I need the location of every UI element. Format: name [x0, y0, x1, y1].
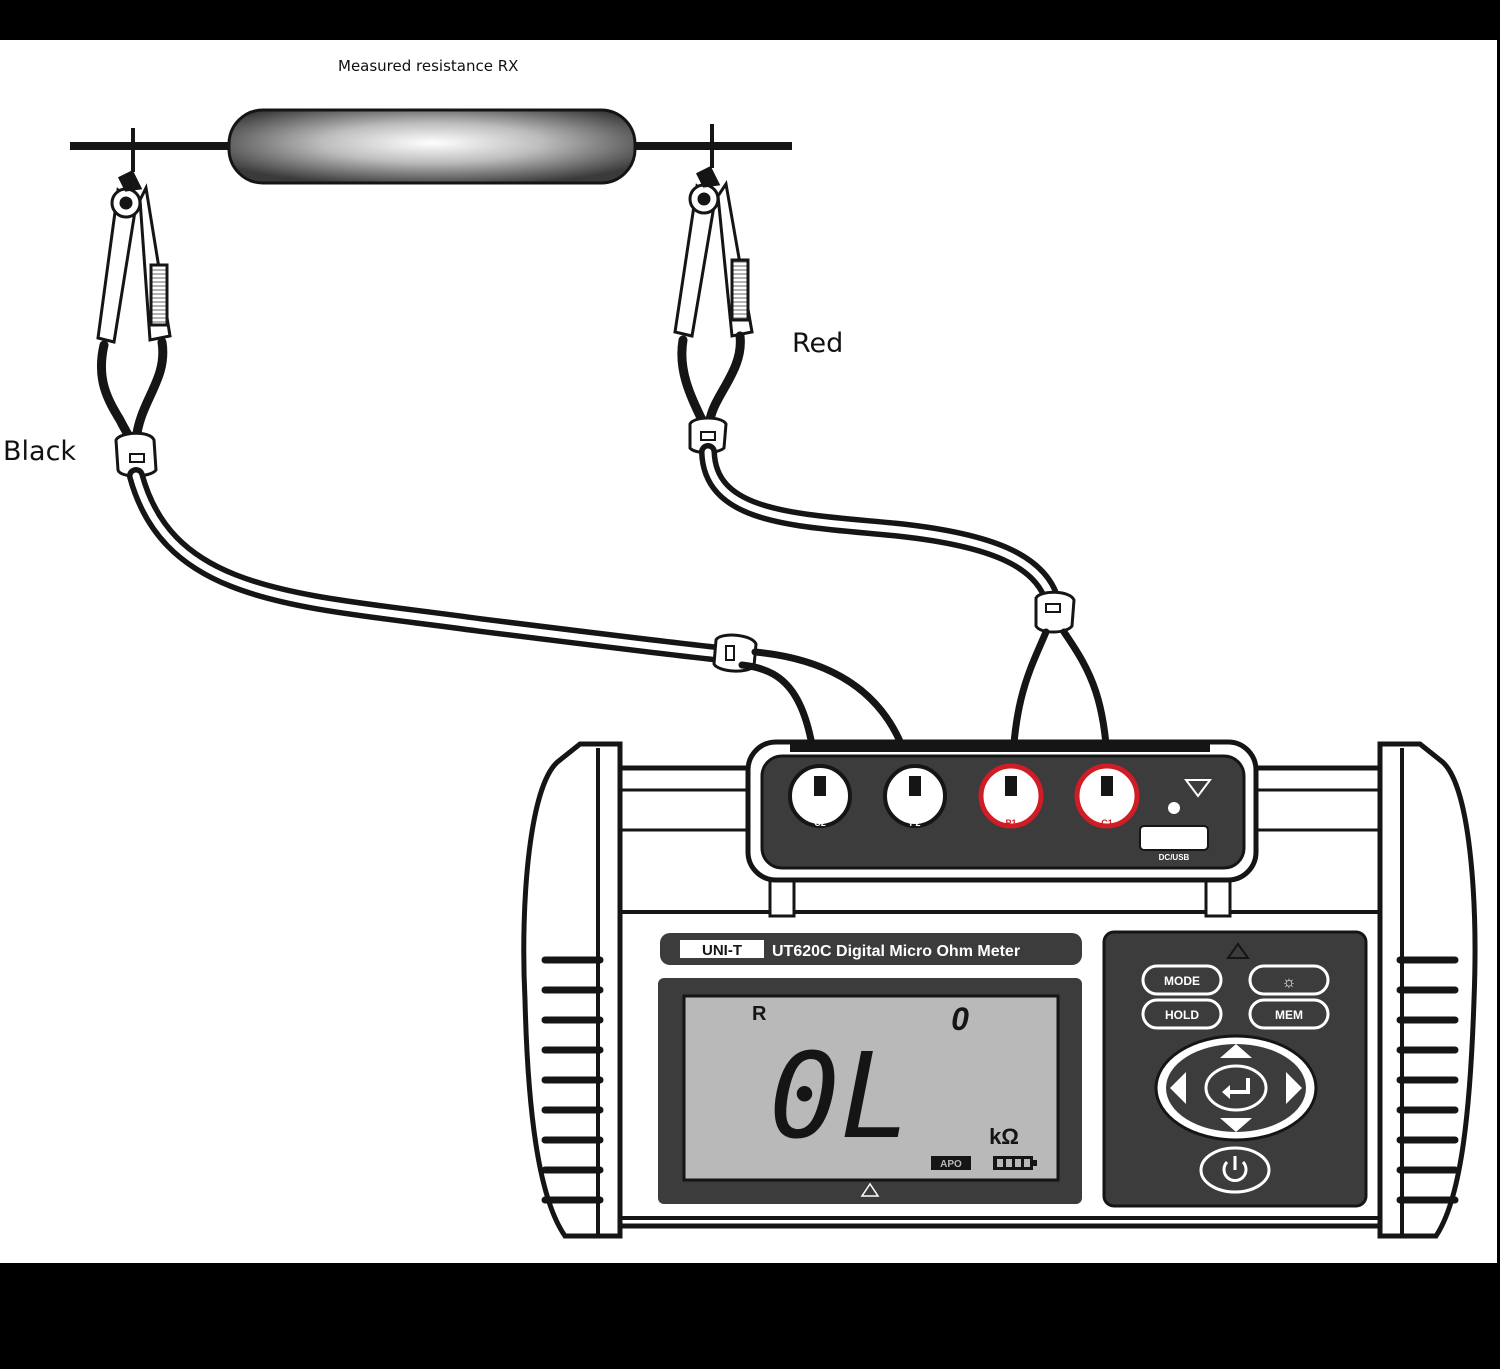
bottom-bar — [0, 1263, 1500, 1365]
lcd-reading: 0L — [769, 1027, 911, 1165]
lcd-unit: kΩ — [989, 1124, 1019, 1149]
dc-usb-port[interactable]: DC/USB — [1139, 825, 1209, 862]
mem-button[interactable]: MEM — [1248, 998, 1330, 1030]
top-bar — [0, 0, 1500, 40]
model-title: UT620C Digital Micro Ohm Meter — [772, 943, 1020, 960]
terminal-c2[interactable]: C2 — [788, 764, 852, 828]
mem-button-label: MEM — [1275, 1008, 1303, 1022]
brand-logo: UNI-T — [702, 942, 742, 959]
warning-triangle-icon — [1184, 779, 1212, 798]
right-arrow-icon[interactable] — [1286, 1072, 1302, 1104]
terminal-p1[interactable]: P1 — [978, 763, 1044, 829]
navigation-dpad[interactable] — [1154, 1034, 1318, 1142]
lcd-warning-icon — [860, 1182, 880, 1197]
terminal-p1-label: P1 — [1005, 818, 1016, 828]
terminal-c1[interactable]: C1 — [1074, 763, 1140, 829]
lead-plugs — [814, 776, 1113, 796]
lcd-memory-index: 0 — [951, 1001, 969, 1037]
lcd-mode: R — [752, 1003, 767, 1025]
indicator-led-icon — [1168, 802, 1180, 814]
down-arrow-icon[interactable] — [1220, 1118, 1252, 1132]
backlight-button[interactable]: ☼ — [1248, 964, 1330, 996]
hold-button[interactable]: HOLD — [1141, 998, 1223, 1030]
backlight-icon: ☼ — [1282, 974, 1297, 991]
hold-button-label: HOLD — [1165, 1008, 1199, 1022]
lcd-apo: APO — [940, 1159, 962, 1170]
red-main-cable — [699, 443, 1061, 609]
battery-icon — [993, 1156, 1037, 1170]
resistor-label: Measured resistance RX — [338, 57, 519, 75]
terminal-p2[interactable]: P2 — [883, 764, 947, 828]
red-splitter-2 — [1034, 590, 1076, 634]
mode-button-label: MODE — [1164, 974, 1200, 988]
black-alligator-clip — [96, 128, 172, 344]
power-icon — [1222, 1160, 1248, 1182]
model-banner: UNI-T UT620C Digital Micro Ohm Meter — [660, 933, 1082, 965]
up-arrow-icon[interactable] — [1220, 1044, 1252, 1058]
mode-button[interactable]: MODE — [1141, 964, 1223, 996]
black-lead-label: Black — [3, 436, 77, 467]
red-lead-label: Red — [792, 328, 844, 359]
left-arrow-icon[interactable] — [1170, 1072, 1186, 1104]
lcd-display: R 0 0L kΩ APO — [658, 978, 1082, 1204]
terminal-p2-label: P2 — [909, 818, 920, 828]
black-splitter — [114, 431, 158, 478]
resistor-body — [227, 108, 637, 185]
red-splitter — [688, 416, 728, 454]
black-main-cable — [127, 467, 739, 664]
red-lead-split — [677, 331, 745, 425]
terminal-c2-label: C2 — [814, 818, 826, 828]
enter-icon — [1226, 1078, 1250, 1094]
dc-usb-label: DC/USB — [1159, 853, 1190, 862]
red-alligator-clip — [673, 124, 754, 338]
terminal-c1-label: C1 — [1101, 818, 1113, 828]
power-button[interactable] — [1199, 1146, 1271, 1194]
